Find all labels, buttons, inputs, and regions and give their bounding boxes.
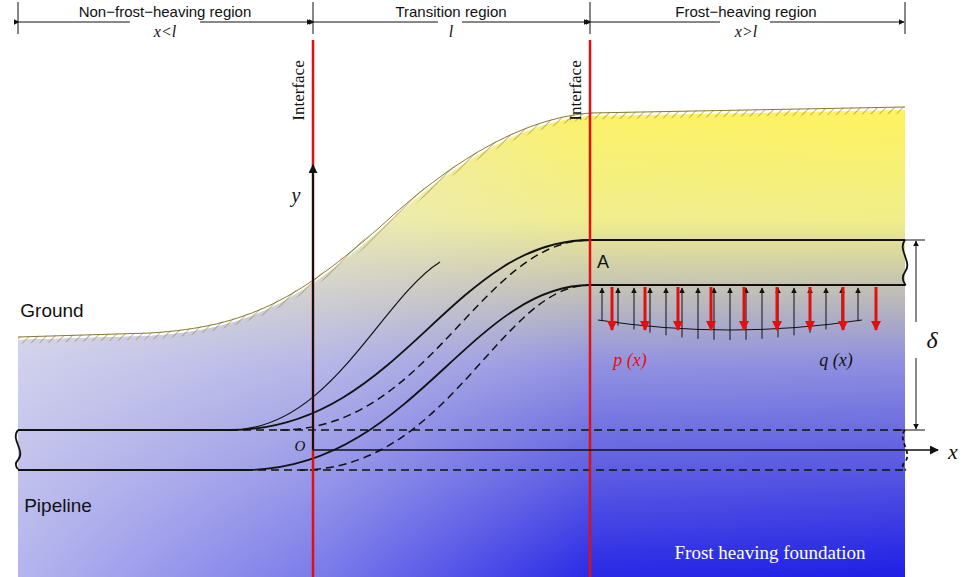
- frost-heave-force-arrow: [611, 287, 614, 330]
- reaction-arrow: [682, 288, 683, 337]
- frost-heave-force-arrow: [677, 287, 680, 330]
- reaction-arrow: [666, 288, 667, 335]
- reaction-arrow: [714, 288, 715, 340]
- region-range: x<l: [154, 24, 176, 40]
- axis-label: y: [292, 185, 301, 205]
- reaction-arrow: [730, 288, 731, 340]
- frost-heave-force-arrow: [743, 287, 746, 330]
- reaction-arrow: [794, 288, 795, 335]
- ground-label: Ground: [20, 301, 83, 320]
- reaction-arrow: [698, 288, 699, 339]
- region-name: Frost−heaving region: [675, 4, 816, 19]
- frost-heave-force-arrow: [842, 287, 845, 330]
- origin-label: O: [295, 439, 306, 454]
- region-name: Transition region: [395, 4, 506, 19]
- frost-heave-force-arrow: [644, 287, 647, 330]
- reaction-arrow: [858, 288, 859, 321]
- interface-label: Interface: [566, 60, 583, 120]
- reaction-arrow: [618, 288, 619, 326]
- reaction-arrow: [826, 288, 827, 329]
- dimension-label: δ: [926, 328, 937, 352]
- foundation-label: Frost heaving foundation: [674, 543, 865, 562]
- reaction-arrow: [810, 288, 811, 333]
- point-label: A: [597, 253, 609, 271]
- frost-heave-force-arrow: [776, 287, 779, 330]
- reaction-arrow: [602, 288, 603, 321]
- interface-label: Interface: [289, 60, 306, 120]
- reaction-arrow: [746, 288, 747, 340]
- axis-label: x: [948, 441, 958, 463]
- frost-heave-force-arrow: [809, 287, 812, 330]
- force-label: q (x): [819, 351, 852, 369]
- frost-heave-force-arrow: [875, 287, 878, 330]
- reaction-arrow: [634, 288, 635, 329]
- region-length: l: [449, 24, 453, 40]
- region-name: Non−frost−heaving region: [79, 4, 252, 19]
- frost-heave-force-arrow: [710, 287, 713, 330]
- reaction-arrow: [762, 288, 763, 339]
- reaction-arrow: [778, 288, 779, 337]
- pipeline-label: Pipeline: [24, 496, 92, 515]
- region-range: x>l: [735, 24, 757, 40]
- force-label: p (x): [613, 351, 646, 369]
